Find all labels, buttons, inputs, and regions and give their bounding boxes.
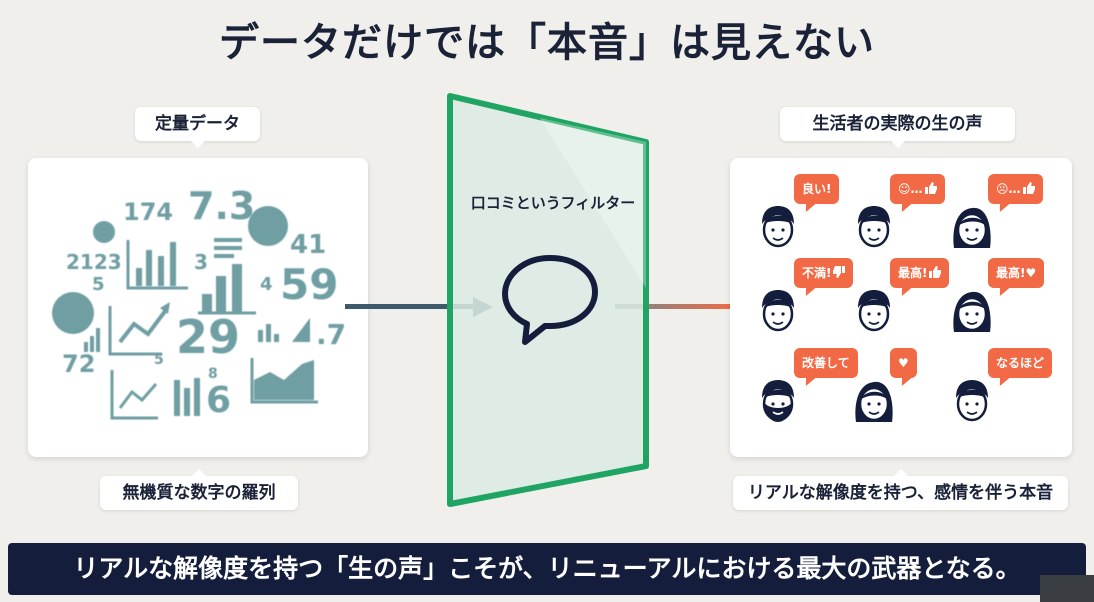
data-number: 29 [176,310,241,364]
data-chart-icons [52,206,318,420]
data-number: 41 [290,230,327,260]
data-number: 6 [206,380,232,421]
quantitative-data-label: 定量データ [135,107,260,148]
person-face-icon [858,290,890,332]
voice-bubble: ♥ [890,348,917,378]
data-number: 2123 [66,250,122,274]
person-face-icon [953,291,991,332]
voice-bubble: 改善して [794,348,858,378]
corner-block [1040,575,1094,602]
voice-text: ☹… [996,182,1021,196]
quantitative-data-card: 174 7.3 41 2123 3 5 4 59 29 .7 72 5 8 6 [28,158,368,457]
thumbs-up-icon [929,266,942,278]
voice-text: 改善して [802,356,850,370]
voice-bubble: ☺… [890,174,945,204]
voice-text: ☺… [898,182,923,196]
voice-bubble: 最高!♥ [988,258,1045,288]
data-number: 7.3 [188,184,256,228]
voice-text: 良い! [802,182,832,196]
speech-bubble-icon [502,255,598,345]
thumbs-up-icon [1022,182,1035,194]
real-voices-label: リアルな解像度を持つ、感情を伴う本音 [733,469,1068,510]
data-number: 5 [92,274,105,295]
voice-text: 最高!♥ [996,266,1037,280]
consumer-voices-label: 生活者の実際の生の声 [780,107,1015,148]
person-face-icon [956,380,988,422]
filter-label: 口コミというフィルター [470,194,636,212]
person-face-icon [858,206,890,248]
data-number: .7 [316,318,347,351]
person-face-icon [762,290,794,332]
voice-bubble: 良い! [794,174,840,204]
person-face-icon [762,206,794,248]
data-number: 5 [154,352,164,368]
consumer-voices-card: 良い! ☺… ☹… 不満! 最高! 最高!♥ 改善して ♥ なるほど [730,158,1072,457]
voice-text: なるほど [996,356,1045,370]
data-number: 59 [280,260,339,309]
voice-text: 不満! [802,266,832,280]
voice-bubble: 最高! [890,258,950,288]
conclusion-banner: リアルな解像度を持つ「生の声」こそが、リニューアルにおける最大の武器となる。 [8,543,1086,595]
voice-bubble: なるほど [988,348,1053,378]
word-of-mouth-filter-panel [447,93,649,507]
inorganic-numbers-label: 無機質な数字の羅列 [100,469,298,510]
voice-bubble: 不満! [794,258,854,288]
data-number: 3 [194,250,208,274]
data-number: 174 [123,198,174,226]
data-number: 8 [208,366,218,382]
page-title: データだけでは「本音」は見えない [219,20,875,66]
person-face-icon [953,207,991,248]
thumbs-down-icon [833,266,846,278]
data-number: 72 [62,350,96,378]
person-face-icon [762,380,794,422]
data-number: 4 [260,274,273,295]
voice-text: ♥ [898,356,909,370]
voice-bubble: ☹… [988,174,1043,204]
voice-text: 最高! [898,266,928,280]
person-face-icon [855,381,893,422]
thumbs-up-icon [924,182,937,194]
